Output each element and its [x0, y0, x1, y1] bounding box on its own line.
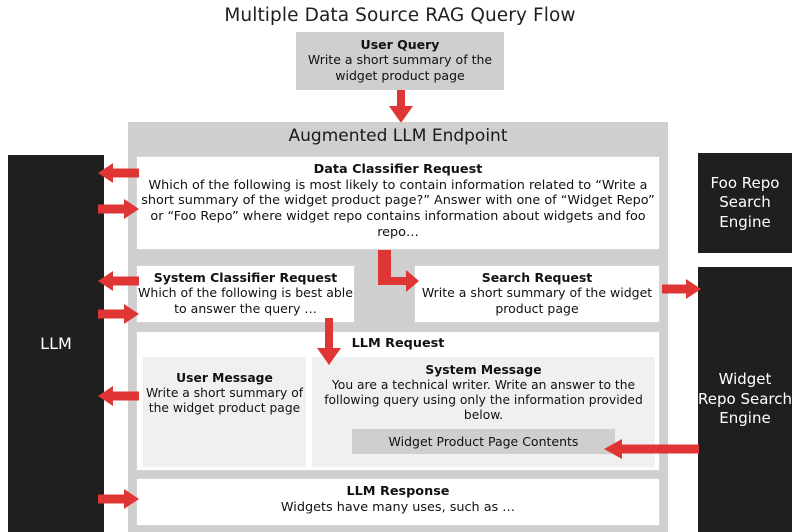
search-request-body: Write a short summary of the widget prod… [421, 285, 653, 316]
llm-label: LLM [40, 333, 72, 353]
arrow-widget-repo-to-contents [604, 439, 700, 459]
user-query-body: Write a short summary of the widget prod… [307, 52, 493, 83]
endpoint-panel-header: Augmented LLM Endpoint [288, 126, 508, 146]
arrow-system-classifier-request-to-llm [98, 271, 140, 291]
foo-repo-search-engine-label: Foo Repo Search Engine [710, 173, 780, 231]
user-query-title: User Query [360, 37, 440, 52]
arrow-llm-to-classifier-response [98, 199, 140, 219]
data-classifier-request-body: Which of the following is most likely to… [141, 177, 655, 241]
page-title: Multiple Data Source RAG Query Flow [224, 5, 576, 26]
user-message-body: Write a short summary of the widget prod… [145, 386, 304, 416]
system-message-body: You are a technical writer. Write an ans… [324, 378, 643, 423]
user-query-box: User Query Write a short summary of the … [296, 32, 504, 90]
foo-repo-search-engine-box: Foo Repo Search Engine [698, 153, 792, 253]
search-request-title: Search Request [481, 270, 593, 285]
search-request-box: Search Request Write a short summary of … [414, 265, 660, 323]
llm-response-body: Widgets have many uses, such as … [280, 499, 516, 515]
llm-response-title: LLM Response [346, 484, 450, 499]
system-classifier-request-body: Which of the following is best able to a… [138, 285, 353, 316]
widget-product-page-contents-chip: Widget Product Page Contents [352, 429, 615, 454]
arrow-llm-to-llm-response [98, 489, 140, 509]
system-message-box: System Message You are a technical write… [312, 357, 655, 467]
widget-repo-search-engine-box: Widget Repo Search Engine [698, 267, 792, 532]
data-classifier-request-title: Data Classifier Request [313, 162, 483, 177]
user-message-box: User Message Write a short summary of th… [143, 357, 306, 467]
llm-request-title: LLM Request [351, 336, 445, 351]
llm-request-box: LLM Request User Message Write a short s… [136, 331, 660, 471]
arrow-llm-request-to-llm [98, 386, 140, 406]
llm-box: LLM [8, 155, 104, 532]
data-classifier-request-box: Data Classifier Request Which of the fol… [136, 156, 660, 250]
arrow-classifier-to-search-request [378, 250, 420, 300]
arrow-classifier-request-to-llm [98, 163, 140, 183]
widget-repo-search-engine-label: Widget Repo Search Engine [698, 370, 792, 428]
system-classifier-request-box: System Classifier Request Which of the f… [136, 265, 355, 323]
arrow-search-request-to-widget-repo [662, 279, 702, 299]
arrow-llm-to-system-classifier-response [98, 304, 140, 324]
arrow-user-query-to-endpoint [388, 90, 414, 124]
system-classifier-request-title: System Classifier Request [153, 270, 338, 285]
llm-response-box: LLM Response Widgets have many uses, suc… [136, 478, 660, 526]
user-message-title: User Message [176, 371, 273, 385]
arrow-into-llm-request [316, 318, 342, 366]
system-message-title: System Message [425, 363, 542, 377]
